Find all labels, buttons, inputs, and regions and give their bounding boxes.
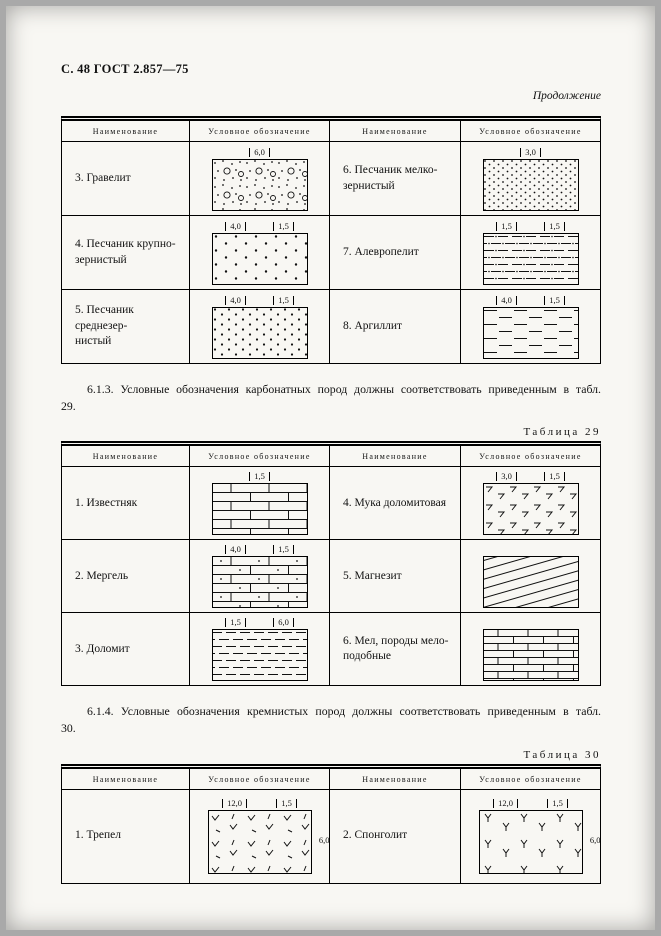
rock-name: 4. Мука доломитовая [329,467,460,540]
col-header-designation: Условное обозначение [460,121,600,141]
dimension-label: 1,5 [544,221,565,231]
rock-designation-cell: 12,0 1,5 6,0 [189,789,330,883]
rock-designation-cell: 3,0 1,5 [460,467,600,540]
dolomite-pattern-icon [211,629,308,682]
table-29-caption: Таблица 29 [523,426,601,439]
col-header-name: Наименование [92,127,159,136]
rock-name: 1. Известняк [75,496,138,509]
sandstone-fine-pattern-icon [482,158,579,211]
paragraph-6-1-3: 6.1.3. Условные обозначения карбонатных … [61,382,601,413]
table-header-row: Наименование Условное обозначение Наимен… [62,446,600,467]
aleuropelite-pattern-icon [482,232,579,285]
col-header-designation: Условное обозначение [460,446,600,467]
dimension-label: 4,0 [225,221,246,231]
dimension-label: 1,5 [496,221,517,231]
rock-designation-cell: 12,0 1,5 6,0 [460,789,601,883]
dimension-label: 1,5 [273,221,294,231]
continuation-note: Продолжение [532,90,601,102]
col-header-designation: Условное обозначение [460,768,600,789]
rock-designation-cell: 4,0 1,5 [460,290,600,363]
dimension-label: 6,0 [273,618,294,628]
dimension-label: 1,5 [276,799,297,809]
paragraph-6-1-4: 6.1.4. Условные обозначения кремнистых п… [61,704,601,736]
tripoli-pattern-icon [207,810,312,875]
rock-name: 4. Песчаник крупно- зернистый [75,237,176,266]
col-header-name: Наименование [92,452,159,462]
carbonate-rocks-table: Наименование Условное обозначение Наимен… [61,441,601,687]
table-row: 4. Песчаник крупно- зернистый 4,0 1,5 7.… [62,215,600,289]
rock-name: 5. Магнезит [329,540,460,613]
siliceous-rocks-table: Наименование Условное обозначение Наимен… [61,763,601,884]
rock-designation-cell: 1,5 [189,467,329,540]
dimension-label: 1,5 [273,295,294,305]
col-header-name: Наименование [329,446,460,467]
table-row: 3. Доломит 1,5 6,0 6. Мел, породы мело- … [62,612,600,686]
rock-designation-cell: 3,0 [460,142,600,215]
table-30-caption: Таблица 30 [523,748,601,761]
rock-name: 6. Мел, породы мело- подобные [329,613,460,686]
doc-page: С. 48 ГОСТ 2.857—75 Продолжение Наименов… [6,6,655,930]
dimension-label: 1,5 [544,472,565,482]
dimension-label: 12,0 [493,799,518,809]
rock-name: 3. Гравелит [75,171,131,184]
rock-designation-cell: 1,5 6,0 [189,613,329,686]
rock-name: 1. Трепел [75,829,121,842]
page-content: С. 48 ГОСТ 2.857—75 Продолжение Наименов… [61,6,601,884]
table-row: 1. Трепел 12,0 1,5 6,0 2. Спонголит [62,788,601,883]
argillite-pattern-icon [482,306,579,359]
dimension-label: 1,5 [547,799,568,809]
dimension-label: 1,5 [544,295,565,305]
rock-name: 6. Песчаник мелко- зернистый [329,142,460,215]
clastic-rocks-table: Наименование Условное обозначение Наимен… [61,116,601,364]
table-row: 2. Мергель 4,0 1,5 5. Магнезит [62,539,600,613]
col-header-name: Наименование [329,121,460,141]
magnesite-pattern-icon [482,556,579,609]
dimension-label: 4,0 [225,545,246,555]
spongolite-pattern-icon [478,810,583,875]
rock-designation-cell [460,613,600,686]
limestone-pattern-icon [211,483,308,536]
rock-designation-cell: 4,0 1,5 [189,290,329,363]
table-header-row: Наименование Условное обозначение Наимен… [62,121,600,141]
table-row: 3. Гравелит 6,0 6. Песчаник мелко- зерни… [62,141,600,215]
page-header: С. 48 ГОСТ 2.857—75 [61,62,189,76]
dimension-label: 6,0 [249,147,270,157]
table-row: 1. Известняк 1,5 4. Мука доломитовая 3,0… [62,466,600,540]
rock-name: 3. Доломит [75,642,130,655]
rock-name: 7. Алевропелит [329,216,460,289]
rock-designation-cell: 4,0 1,5 [189,540,329,613]
rock-name: 5. Песчаник среднезер- нистый [75,304,134,348]
rock-designation-cell: 4,0 1,5 [189,216,329,289]
col-header-name: Наименование [329,768,460,789]
dimension-label: 4,0 [496,295,517,305]
dimension-label: 1,5 [273,545,294,555]
dimension-label: 1,5 [249,472,270,482]
gravelite-pattern-icon [211,158,308,211]
col-header-designation: Условное обозначение [189,121,329,141]
sandstone-medium-pattern-icon [211,306,308,359]
dimension-label: 12,0 [222,799,247,809]
table-header-row: Наименование Условное обозначение Наимен… [62,768,600,789]
dimension-label: 3,0 [520,147,541,157]
marl-pattern-icon [211,556,308,609]
dolomite-flour-pattern-icon [482,483,579,536]
rock-designation-cell: 6,0 [189,142,329,215]
chalk-pattern-icon [482,629,579,682]
dimension-label: 1,5 [225,618,246,628]
table-row: 5. Песчаник среднезер- нистый 4,0 1,5 8.… [62,289,600,363]
col-header-name: Наименование [92,774,159,784]
dimension-label: 3,0 [496,472,517,482]
dimension-label: 4,0 [225,295,246,305]
col-header-designation: Условное обозначение [189,768,329,789]
rock-designation-cell [460,540,600,613]
dimension-label-side: 6,0 [589,834,601,845]
rock-name: 2. Мергель [75,569,129,582]
rock-name: 8. Аргиллит [329,290,460,363]
sandstone-coarse-pattern-icon [211,232,308,285]
dimension-label-side: 6,0 [318,834,330,845]
col-header-designation: Условное обозначение [189,446,329,467]
rock-name: 2. Спонголит [329,789,460,883]
rock-designation-cell: 1,5 1,5 [460,216,600,289]
